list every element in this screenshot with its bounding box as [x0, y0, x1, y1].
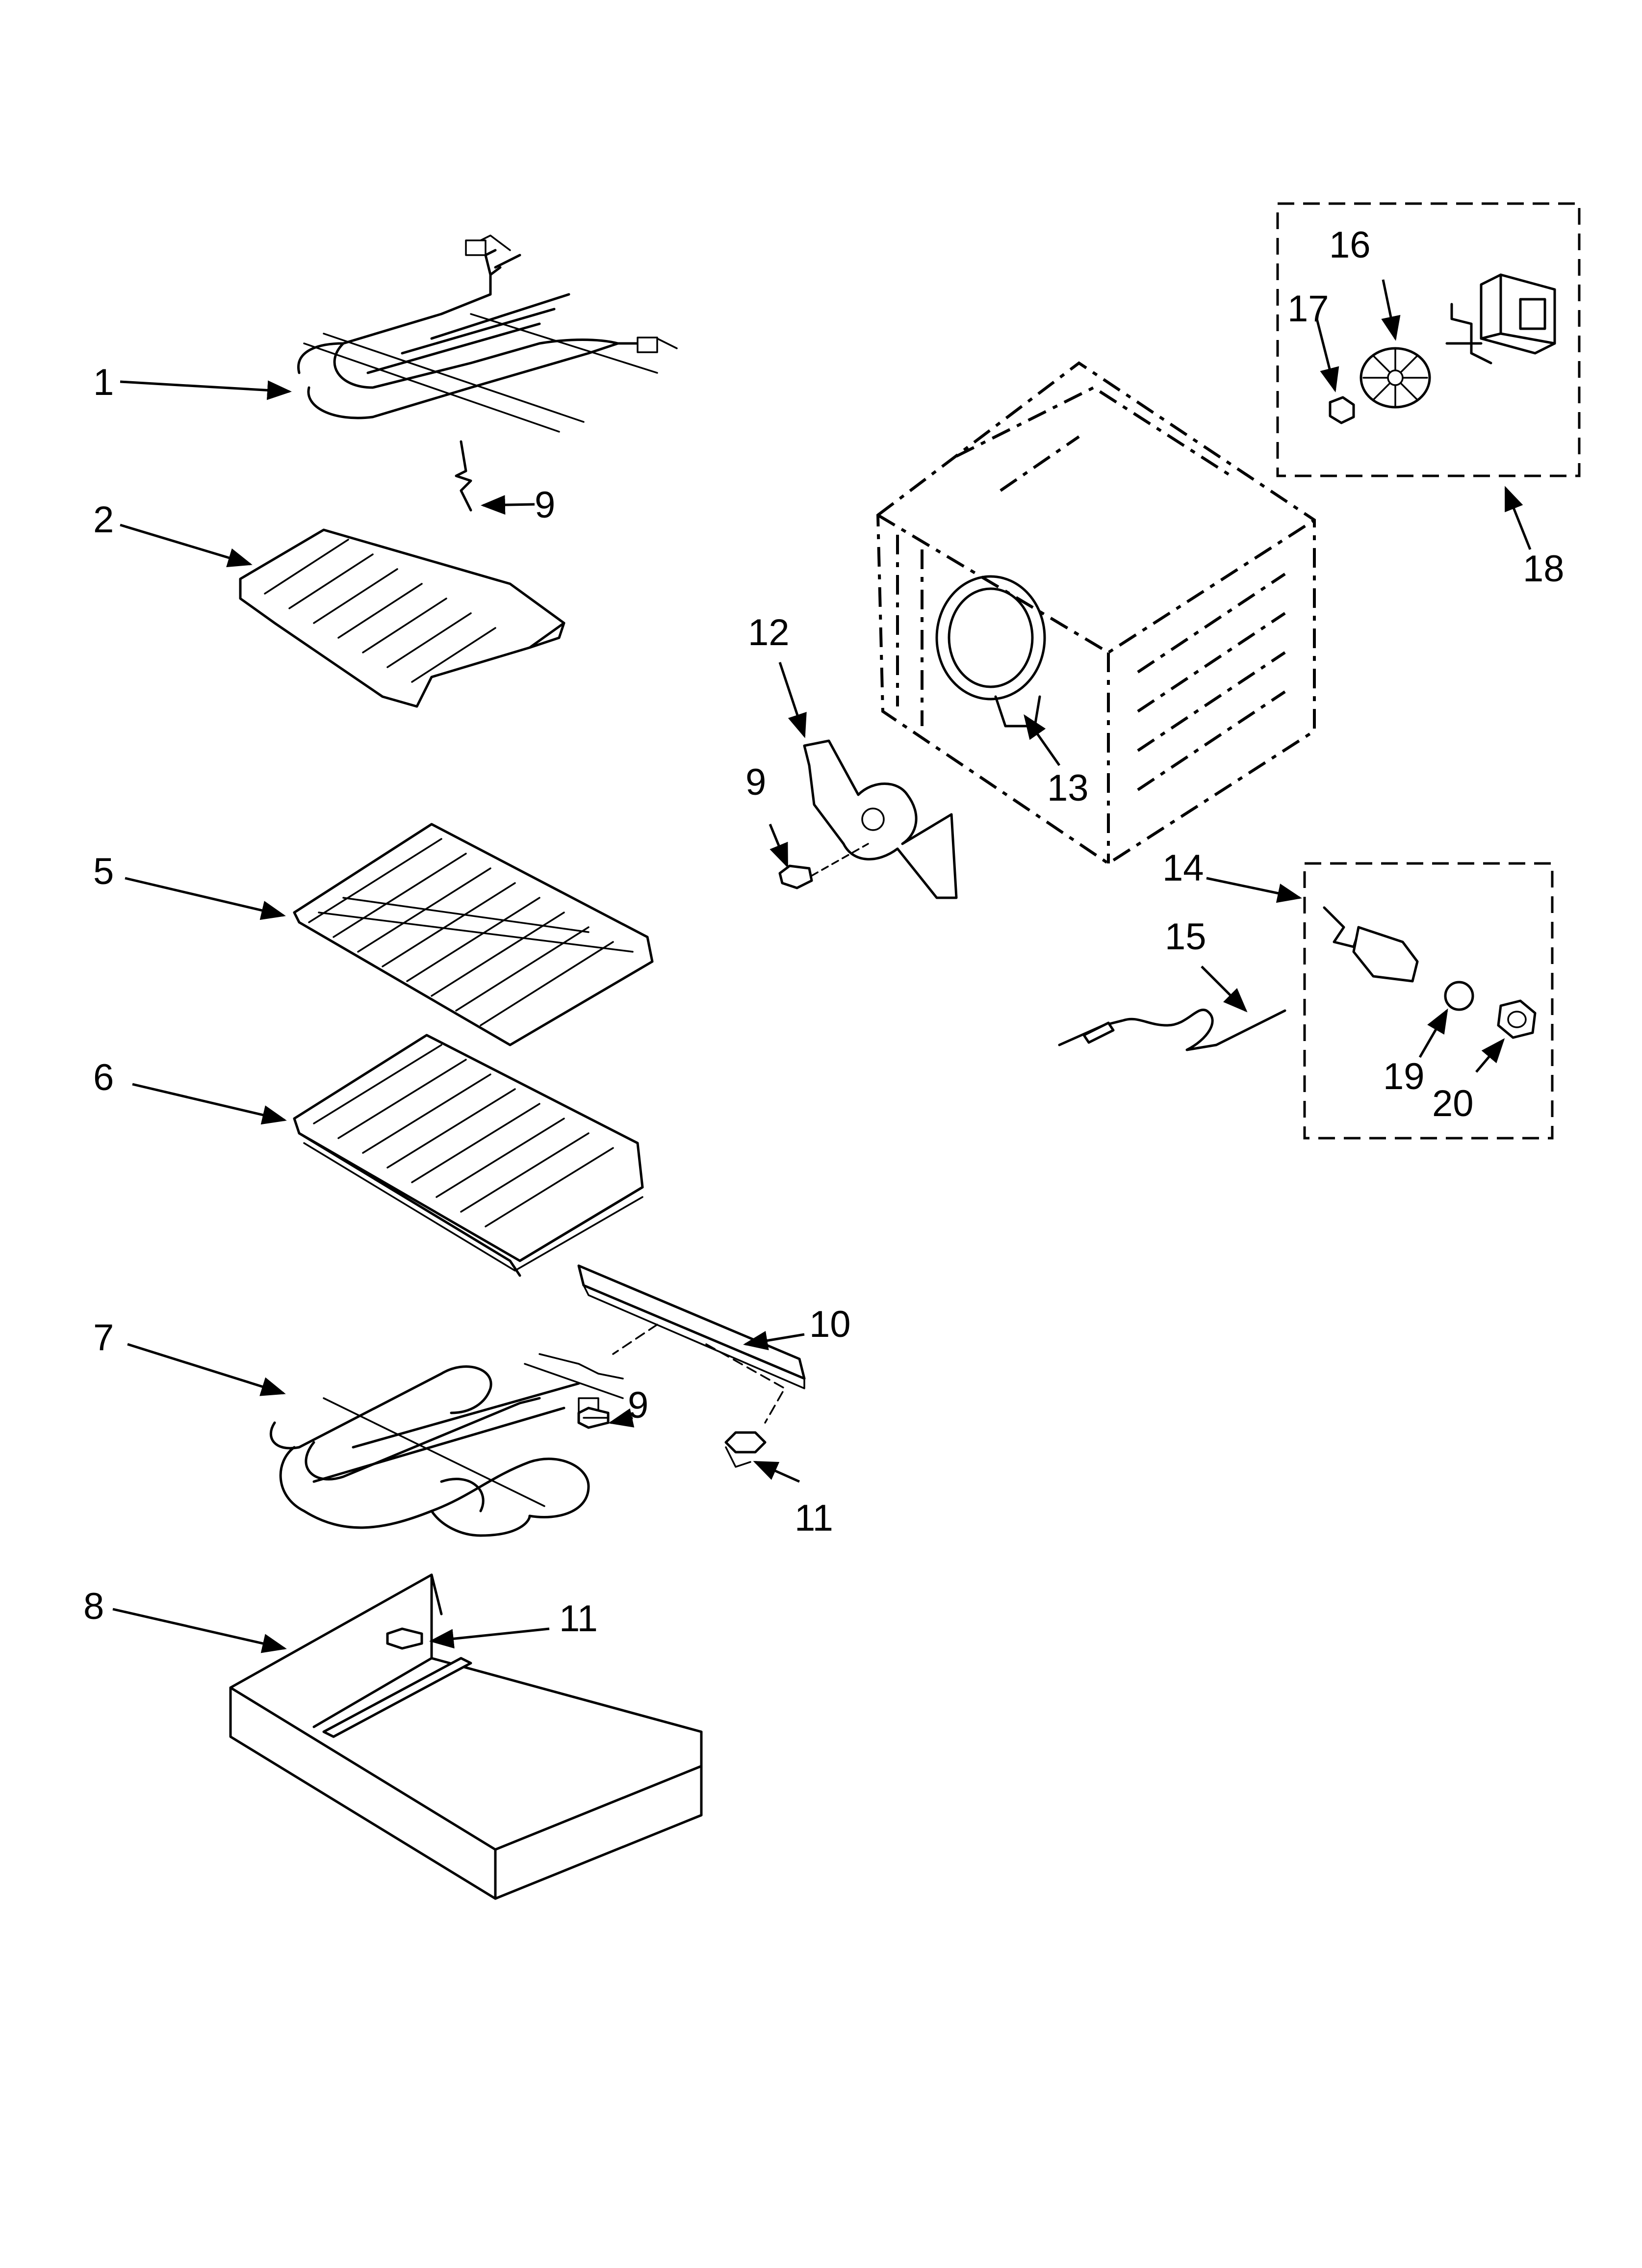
callout-7: 7: [93, 1317, 114, 1358]
callout-9-broil: 9: [535, 484, 555, 526]
callout-17: 17: [1287, 288, 1329, 330]
bottom-panel: [229, 1573, 703, 1900]
callout-6: 6: [93, 1057, 114, 1098]
fan-blade: [1360, 347, 1431, 409]
callout-5: 5: [93, 851, 114, 892]
screw-baffle: [778, 843, 869, 889]
callout-18: 18: [1523, 548, 1565, 590]
sensor-kit-box: [1303, 862, 1554, 1140]
oven-rack: [293, 823, 654, 1046]
oven-cavity: [876, 361, 1316, 865]
element-bracket: [577, 1264, 806, 1424]
callout-9-bake: 9: [628, 1384, 648, 1426]
convection-baffle: [803, 739, 958, 899]
broil-element: [297, 235, 678, 512]
callout-10: 10: [809, 1303, 851, 1345]
screw-bake: [577, 1407, 610, 1429]
callout-12: 12: [748, 612, 790, 653]
callout-1: 1: [93, 362, 114, 403]
bake-element: [269, 1353, 624, 1537]
callout-2: 2: [93, 499, 114, 541]
lock-washer: [1444, 981, 1474, 1011]
fan-nut: [1329, 396, 1355, 424]
callout-9-baffle: 9: [745, 761, 766, 803]
fan-motor-kit-box: [1276, 202, 1581, 477]
sliding-oven-rack: [293, 1034, 644, 1277]
callout-16: 16: [1329, 224, 1371, 266]
callout-11-panel: 11: [559, 1598, 598, 1640]
callout-20: 20: [1432, 1083, 1474, 1124]
sensor-nut: [1497, 999, 1537, 1039]
callout-13: 13: [1047, 767, 1089, 809]
leader-lines: [112, 279, 1532, 1653]
temperature-sensor-housing: [1323, 906, 1419, 983]
callout-15: 15: [1165, 916, 1206, 958]
broil-pan-shield: [239, 528, 565, 708]
callout-11-bracket: 11: [795, 1497, 833, 1539]
callout-19: 19: [1383, 1056, 1425, 1097]
screw-bracket: [724, 1431, 767, 1468]
callout-8: 8: [83, 1586, 104, 1627]
callout-14: 14: [1162, 847, 1204, 889]
convection-fan-motor: [1445, 273, 1556, 365]
convection-element: [935, 575, 1046, 728]
meat-probe: [1058, 1008, 1286, 1051]
